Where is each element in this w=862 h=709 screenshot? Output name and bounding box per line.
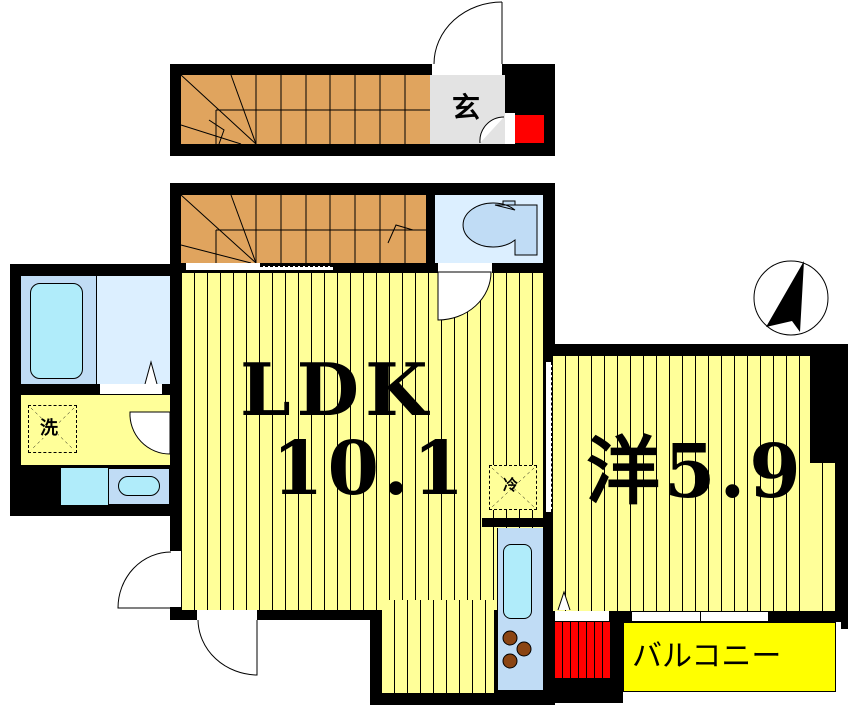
lower-stairs [181, 195, 426, 263]
stove-icon [502, 630, 532, 669]
closet-wall [543, 678, 623, 703]
closet-arrow [557, 590, 571, 611]
ldk-bottom-door-swing[interactable] [197, 619, 259, 677]
ldk-size: 10.1 [272, 426, 469, 512]
ldk-floor [182, 273, 543, 610]
washbasin-area-left [61, 468, 108, 505]
stair-door-track [186, 263, 260, 271]
ldk-label: LDK [240, 347, 434, 432]
shower-area [96, 276, 170, 384]
toilet-icon [462, 200, 538, 256]
washing-machine-spot [28, 405, 77, 453]
kitchen-sink-icon [503, 544, 532, 619]
ldk-floor-lower [382, 600, 494, 693]
stair-sliding-door[interactable] [260, 266, 333, 271]
toilet-door-opening [438, 263, 492, 273]
laundry-label: 洗 [40, 418, 58, 439]
upper-stairs-lines [180, 74, 430, 145]
entrance-door-swing[interactable] [432, 0, 504, 66]
toilet-door-swing[interactable] [437, 271, 492, 322]
shoe-closet-opening [505, 113, 515, 144]
north-arrow-icon [753, 260, 829, 336]
wash-corner-wall [21, 465, 61, 505]
entrance-area [430, 75, 505, 144]
shower-arrow [144, 360, 158, 385]
entrance-door-opening [432, 64, 502, 75]
ldk-bottom-door-opening [197, 610, 257, 620]
meter-box [515, 115, 544, 143]
wash-door-swing[interactable] [129, 410, 171, 456]
ldk-side-door-swing[interactable] [117, 551, 172, 609]
kitchen-partition [482, 518, 544, 527]
balcony-floor [623, 622, 836, 692]
fridge-label: 冷 [503, 476, 519, 494]
balcony-window-divider [700, 612, 701, 622]
western-room-alcove [810, 463, 836, 611]
shoe-closet-door[interactable] [479, 112, 510, 144]
entrance-label: 玄 [452, 91, 481, 124]
ldk-side-door-opening [170, 551, 181, 607]
bathtub-icon [30, 283, 83, 379]
western-room-floor [553, 356, 810, 611]
ldk-western-sliding-door[interactable] [545, 362, 552, 512]
lower-stairs-lines [180, 194, 426, 264]
closet-side-wall [610, 611, 623, 703]
closet-storage [555, 622, 610, 678]
bath-door-opening [100, 384, 162, 394]
washbasin-icon [118, 476, 160, 496]
closet-door-opening [555, 611, 609, 621]
western-room-label: 洋5.9 [586, 429, 805, 515]
balcony-label: バルコニー [632, 639, 782, 674]
